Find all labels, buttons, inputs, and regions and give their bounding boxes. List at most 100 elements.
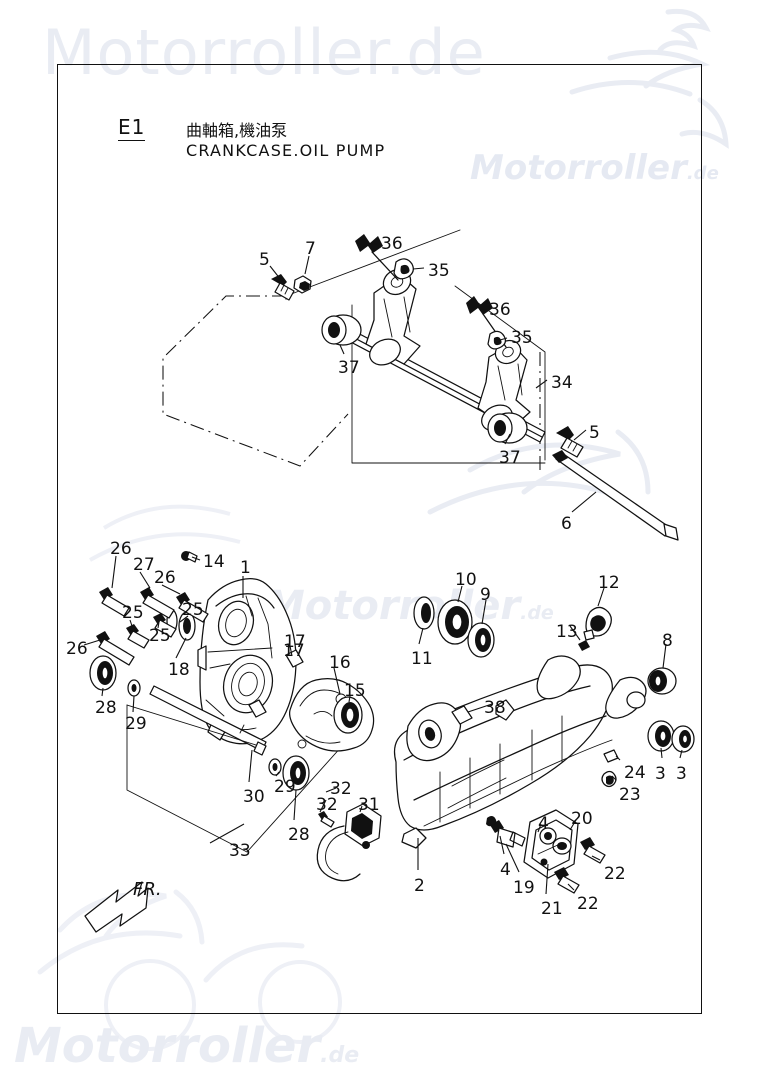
part-29a-oring: [127, 679, 141, 697]
part-20-oil-pump-body: [523, 809, 579, 879]
part-26a-bolt: [99, 587, 130, 617]
part-2-right-crankcase: [393, 655, 647, 849]
callout-21: 21: [541, 899, 563, 919]
part-12-fitting: [583, 606, 612, 641]
callout-35a: 35: [428, 261, 450, 281]
watermark-upper-right-text: Motorroller: [470, 148, 687, 188]
callout-5b: 5: [589, 423, 600, 443]
callout-36a: 36: [381, 234, 403, 254]
callout-23: 23: [619, 785, 641, 805]
part-3b-bearing: [671, 725, 695, 753]
part-5-bolt-upper: [271, 274, 295, 301]
callout-12: 12: [598, 573, 620, 593]
callout-32a: 32: [330, 779, 352, 799]
callout-25a: 25: [122, 603, 144, 623]
part-5-bolt-right: [556, 426, 584, 458]
part-26b-bolt: [176, 592, 209, 623]
part-8-bushing: [647, 667, 677, 695]
part-13-screw: [578, 640, 590, 651]
callout-30: 30: [243, 787, 265, 807]
callout-3b: 3: [676, 764, 687, 784]
part-28a-bearing: [89, 655, 117, 691]
callout-36b: 36: [489, 300, 511, 320]
part-35-clips: [393, 258, 507, 350]
watermark-bottom: Motorroller.de: [14, 1018, 359, 1074]
part-15-seal: [333, 696, 363, 734]
callout-22b: 22: [577, 894, 599, 914]
part-11-seal: [413, 596, 435, 630]
diagram-frame: [57, 64, 702, 1014]
callout-18: 18: [168, 660, 190, 680]
callout-14: 14: [203, 552, 225, 572]
part-18-seal: [178, 611, 196, 641]
watermark-bottom-suffix: .de: [320, 1043, 360, 1068]
part-7-nut: [293, 275, 312, 294]
part-28b-bearing: [282, 755, 310, 791]
part-9-bearing: [467, 622, 495, 658]
callout-24: 24: [624, 763, 646, 783]
callout-37b: 37: [499, 448, 521, 468]
part-16-gasket: [289, 678, 375, 752]
callout-11: 11: [411, 649, 433, 669]
part-3a-bearing: [647, 720, 675, 752]
callout-9: 9: [480, 585, 491, 605]
callout-5a: 5: [259, 250, 270, 270]
page-code: E1: [118, 115, 146, 141]
callout-26b: 26: [154, 568, 176, 588]
callout-17a: 17: [284, 632, 306, 652]
part-32-screw: [318, 811, 335, 828]
callout-22a: 22: [604, 864, 626, 884]
watermark-upper-right-suffix: .de: [686, 163, 719, 184]
watermark-center-text: Motorroller: [265, 583, 521, 629]
callout-26c: 26: [66, 639, 88, 659]
part-29b-oring: [268, 758, 282, 776]
watermark-bottom-text: Motorroller: [14, 1018, 321, 1074]
part-25a-bolt: [126, 624, 150, 649]
part-34-left-arm: [365, 268, 421, 366]
callout-28b: 28: [288, 825, 310, 845]
front-direction-label: FR.: [133, 879, 162, 900]
callout-1: 1: [240, 558, 251, 578]
callout-29b: 29: [274, 777, 296, 797]
part-38-dowel: [451, 705, 473, 725]
callout-13: 13: [556, 622, 578, 642]
callout-34: 34: [551, 373, 573, 393]
group-34-boundary: [162, 229, 546, 470]
leader-lines: [83, 243, 683, 895]
callout-20: 20: [571, 809, 593, 829]
part-4a-plug: [490, 820, 526, 848]
part-14-dowel: [181, 551, 198, 563]
part-17b-dowel: [248, 699, 267, 718]
callout-8: 8: [662, 631, 673, 651]
part-31-oil-pump: [316, 803, 382, 882]
callout-7: 7: [305, 239, 316, 259]
callout-19: 19: [513, 878, 535, 898]
group-33-boundary: [126, 704, 361, 853]
callout-28a: 28: [95, 698, 117, 718]
watermark-center-suffix: .de: [520, 602, 554, 624]
callout-35b: 35: [511, 328, 533, 348]
callout-29a: 29: [125, 714, 147, 734]
callout-15: 15: [344, 681, 366, 701]
part-17a-dowel: [285, 649, 304, 668]
part-27-bolt: [140, 587, 175, 619]
part-23-plug: [601, 770, 617, 788]
callout-26a: 26: [110, 539, 132, 559]
part-22b-bolt: [554, 867, 580, 894]
callout-31: 31: [358, 795, 380, 815]
part-10-bearing: [437, 599, 473, 645]
part-37-bushings: [321, 314, 528, 444]
callout-27: 27: [133, 555, 155, 575]
callout-25b: 25: [149, 626, 171, 646]
part-1-left-crankcase: [197, 578, 297, 745]
part-19-screw: [486, 816, 497, 827]
callout-10: 10: [455, 570, 477, 590]
callout-6: 6: [561, 514, 572, 534]
callout-38: 38: [484, 698, 506, 718]
callout-33: 33: [229, 841, 251, 861]
callout-2: 2: [414, 876, 425, 896]
part-6-rod: [552, 450, 679, 541]
